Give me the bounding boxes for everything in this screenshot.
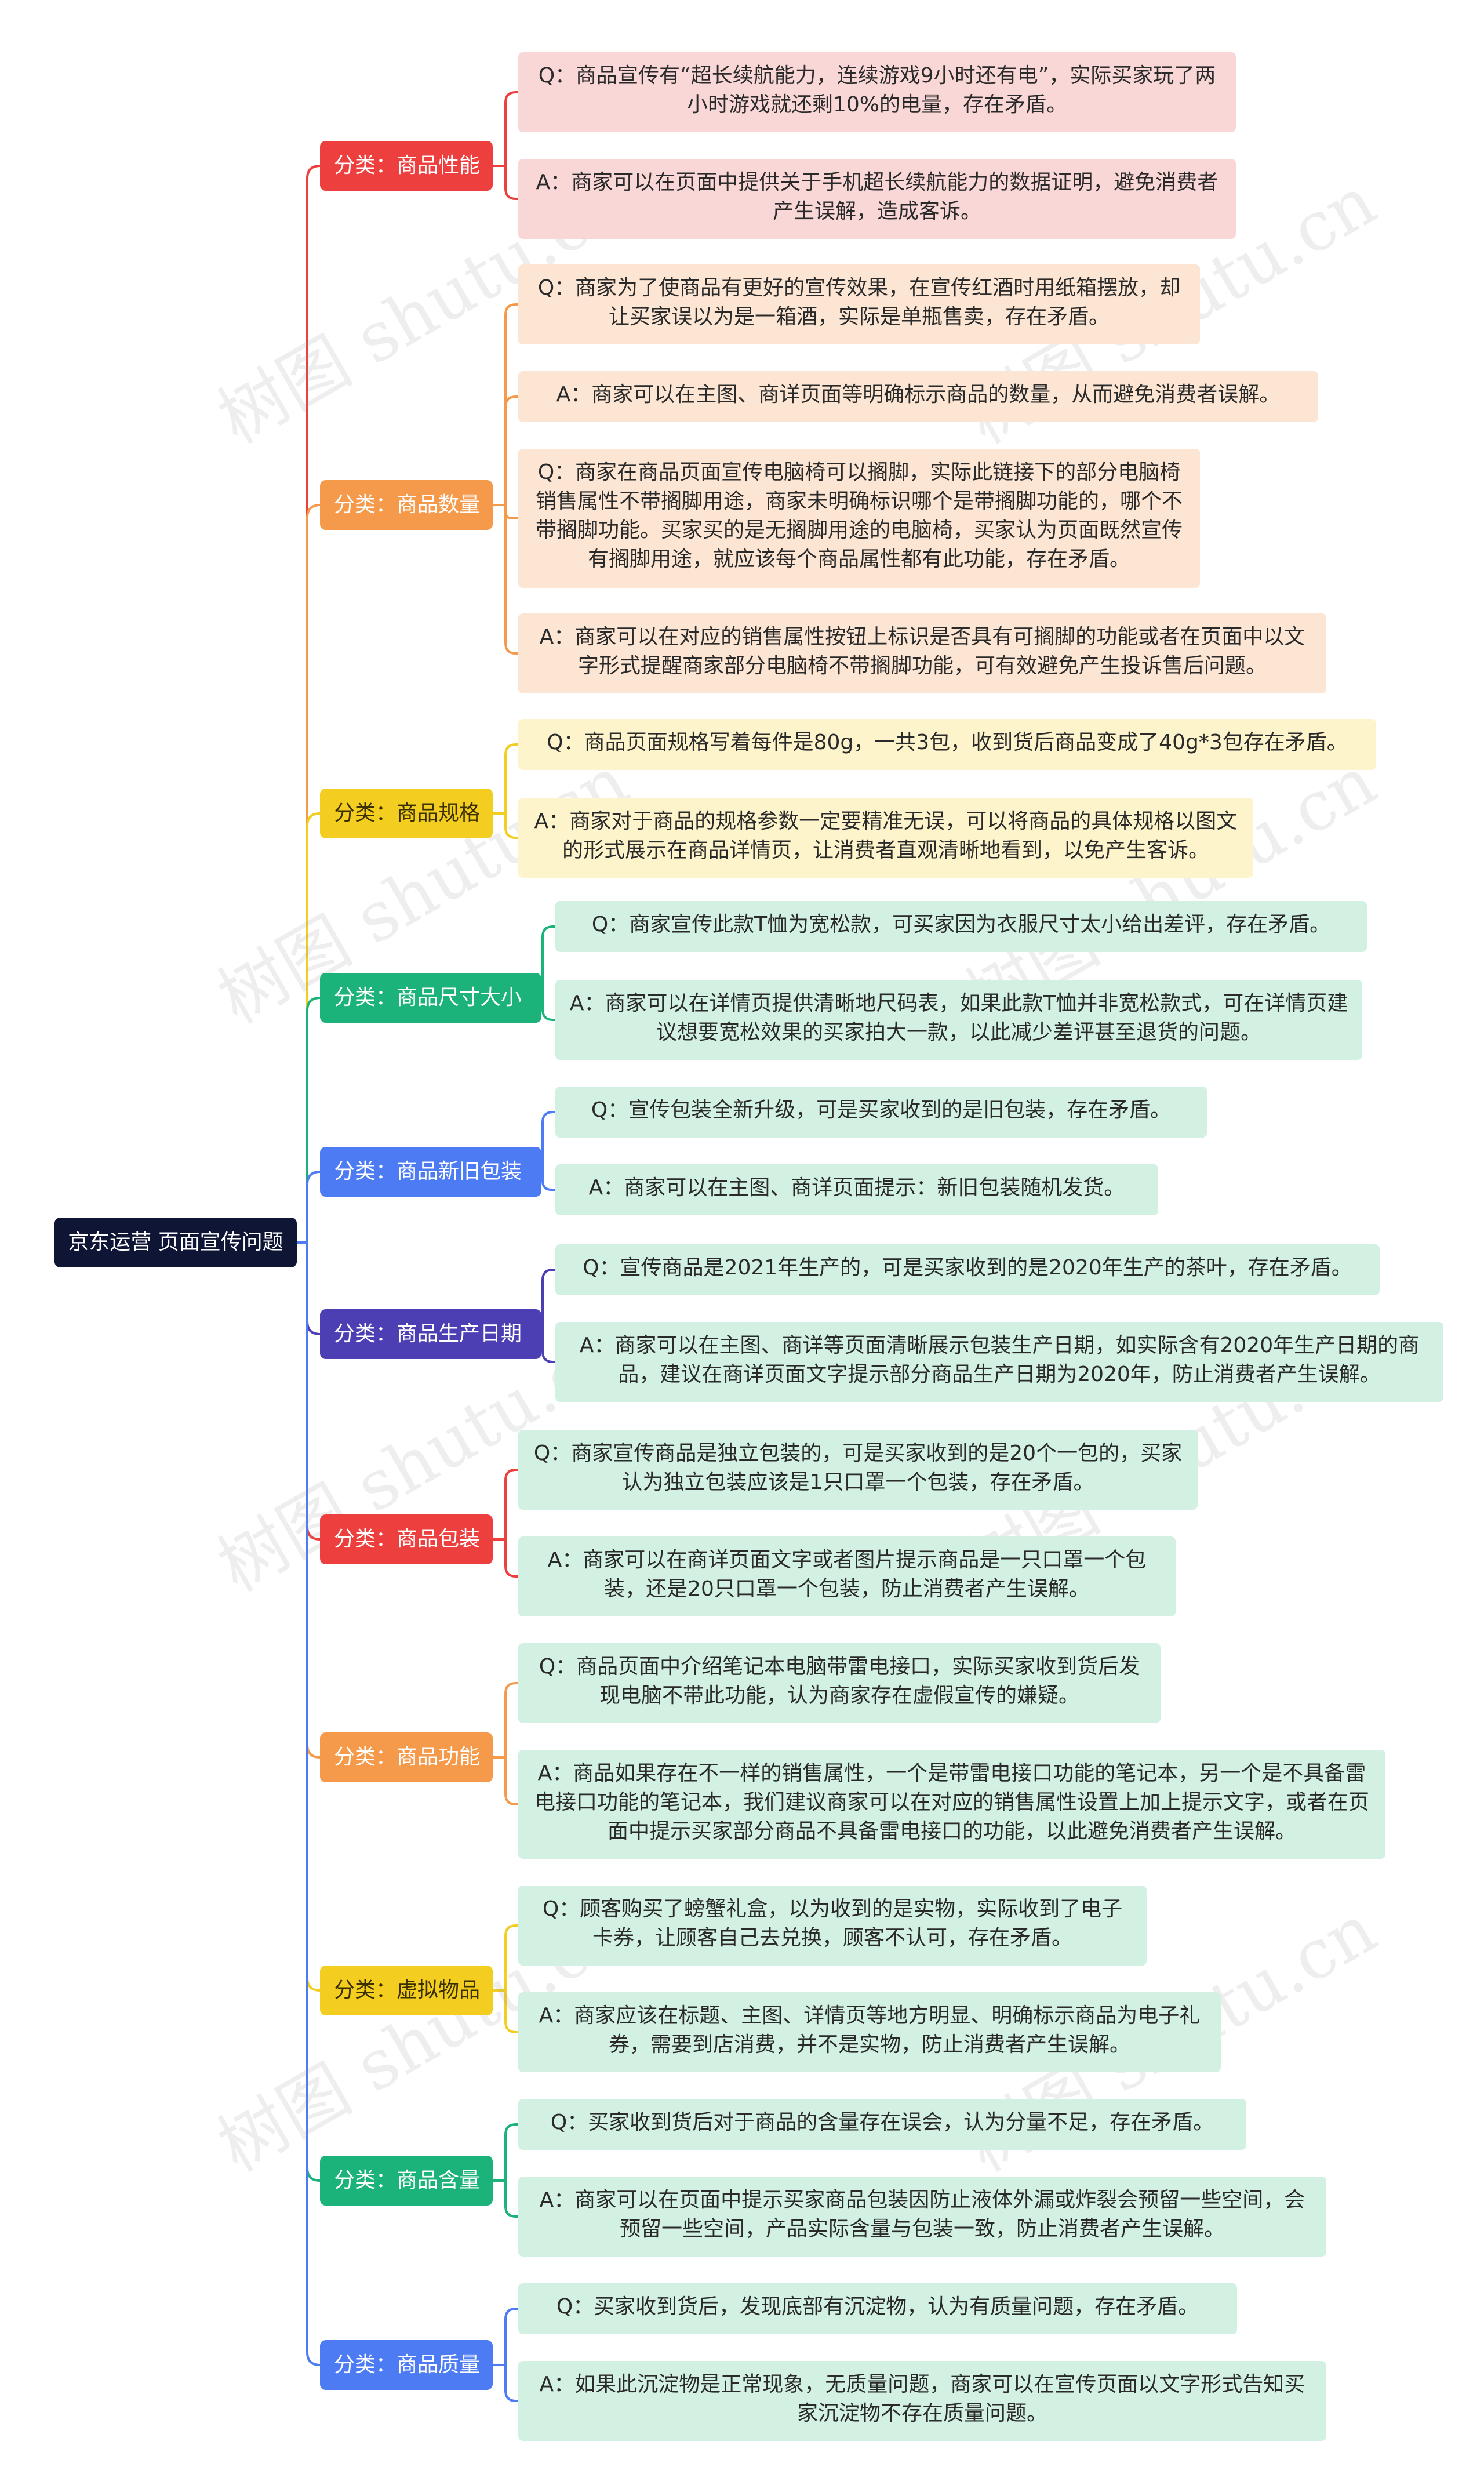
leaf-connector [492, 743, 519, 815]
leaf-connector [492, 504, 519, 655]
branch-connector [306, 1241, 321, 1335]
answer-node[interactable]: A：商家可以在页面中提示买家商品包装因防止液体外漏或炸裂会预留一些空间，会预留一… [518, 2177, 1326, 2257]
root-topic[interactable]: 京东运营 页面宣传问题 [54, 1218, 297, 1267]
answer-node[interactable]: A：商家可以在主图、商详页面提示：新旧包装随机发货。 [555, 1164, 1158, 1215]
branch-connector [306, 165, 321, 1244]
branch-connector [306, 504, 321, 1244]
leaf-connector [492, 395, 519, 506]
leaf-connector [539, 1333, 556, 1363]
category-node[interactable]: 分类：商品功能 [320, 1732, 493, 1782]
branch-connector [306, 1241, 321, 2366]
question-node[interactable]: Q：商品页面中介绍笔记本电脑带雷电接口，实际买家收到货后发现电脑不带此功能，认为… [518, 1643, 1161, 1723]
branch-connector [306, 1241, 321, 2182]
category-node[interactable]: 分类：商品质量 [320, 2340, 493, 2390]
leaf-connector [539, 997, 556, 1021]
question-node[interactable]: Q：商家宣传商品是独立包装的，可是买家收到的是20个一包的，买家认为独立包装应该… [518, 1430, 1198, 1510]
category-node[interactable]: 分类：商品尺寸大小 [320, 973, 541, 1023]
branch-connector [306, 1241, 321, 1992]
leaf-connector [492, 2179, 519, 2218]
leaf-connector [492, 1538, 519, 1578]
leaf-connector [492, 1924, 519, 1992]
answer-node[interactable]: A：如果此沉淀物是正常现象，无质量问题，商家可以在宣传页面以文字形式告知买家沉淀… [518, 2361, 1326, 2441]
category-node[interactable]: 分类：虚拟物品 [320, 1966, 493, 2015]
answer-node[interactable]: A：商家可以在对应的销售属性按钮上标识是否具有可搁脚的功能或者在页面中以文字形式… [518, 613, 1326, 693]
answer-node[interactable]: A：商家可以在商详页面文字或者图片提示商品是一只口罩一个包装，还是20只口罩一个… [518, 1536, 1176, 1616]
leaf-connector [492, 1682, 519, 1759]
category-node[interactable]: 分类：商品性能 [320, 141, 493, 191]
answer-node[interactable]: A：商品如果存在不一样的销售属性，一个是带雷电接口功能的笔记本，另一个是不具备雷… [518, 1750, 1385, 1859]
answer-node[interactable]: A：商家可以在详情页提供清晰地尺码表，如果此款T恤并非宽松款式，可在详情页建议想… [555, 980, 1362, 1060]
category-node[interactable]: 分类：商品规格 [320, 789, 493, 838]
question-node[interactable]: Q：商品宣传有“超长续航能力，连续游戏9小时还有电”，实际买家玩了两小时游戏就还… [518, 52, 1236, 132]
category-node[interactable]: 分类：商品生产日期 [320, 1309, 541, 1359]
leaf-connector [492, 2308, 519, 2366]
question-node[interactable]: Q：买家收到货后对于商品的含量存在误会，认为分量不足，存在矛盾。 [518, 2099, 1246, 2150]
leaf-connector [539, 925, 556, 999]
leaf-connector [539, 1111, 556, 1173]
question-node[interactable]: Q：宣传商品是2021年生产的，可是买家收到的是2020年生产的茶叶，存在矛盾。 [555, 1244, 1380, 1295]
branch-connector [306, 997, 321, 1244]
branch-connector [306, 812, 321, 1244]
leaf-connector [492, 165, 519, 200]
branch-connector [306, 1241, 321, 1759]
leaf-connector [492, 1469, 519, 1541]
question-node[interactable]: Q：商家宣传此款T恤为宽松款，可买家因为衣服尺寸太小给出差评，存在矛盾。 [555, 901, 1367, 952]
answer-node[interactable]: A：商家应该在标题、主图、详情页等地方明显、明确标示商品为电子礼券，需要到店消费… [518, 1992, 1221, 2072]
question-node[interactable]: Q：商家为了使商品有更好的宣传效果，在宣传红酒时用纸箱摆放，却让买家误以为是一箱… [518, 264, 1200, 344]
leaf-connector [539, 1269, 556, 1335]
question-node[interactable]: Q：顾客购买了螃蟹礼盒，以为收到的是实物，实际收到了电子卡券，让顾客自己去兑换，… [518, 1886, 1147, 1966]
branch-connector [306, 1171, 321, 1244]
answer-node[interactable]: A：商家可以在主图、商详等页面清晰展示包装生产日期，如实际含有2020年生产日期… [555, 1322, 1443, 1402]
question-node[interactable]: Q：宣传包装全新升级，可是买家收到的是旧包装，存在矛盾。 [555, 1087, 1207, 1138]
category-node[interactable]: 分类：商品包装 [320, 1514, 493, 1564]
answer-node[interactable]: A：商家可以在页面中提供关于手机超长续航能力的数据证明，避免消费者产生误解，造成… [518, 159, 1236, 239]
leaf-connector [492, 2364, 519, 2402]
leaf-connector [492, 1756, 519, 1805]
category-node[interactable]: 分类：商品新旧包装 [320, 1147, 541, 1197]
question-node[interactable]: Q：商品页面规格写着每件是80g，一共3包，收到货后商品变成了40g*3包存在矛… [518, 719, 1376, 770]
question-node[interactable]: Q：买家收到货后，发现底部有沉淀物，认为有质量问题，存在矛盾。 [518, 2283, 1237, 2334]
category-node[interactable]: 分类：商品数量 [320, 480, 493, 530]
leaf-connector [492, 812, 519, 839]
question-node[interactable]: Q：商家在商品页面宣传电脑椅可以搁脚，实际此链接下的部分电脑椅销售属性不带搁脚用… [518, 449, 1200, 588]
leaf-connector [539, 1171, 556, 1191]
answer-node[interactable]: A：商家对于商品的规格参数一定要精准无误，可以将商品的具体规格以图文的形式展示在… [518, 798, 1253, 878]
leaf-connector [492, 91, 519, 167]
category-node[interactable]: 分类：商品含量 [320, 2156, 493, 2206]
branch-connector [306, 1241, 321, 1541]
leaf-connector [492, 2123, 519, 2182]
answer-node[interactable]: A：商家可以在主图、商详页面等明确标示商品的数量，从而避免消费者误解。 [518, 371, 1318, 422]
leaf-connector [492, 1989, 519, 2033]
